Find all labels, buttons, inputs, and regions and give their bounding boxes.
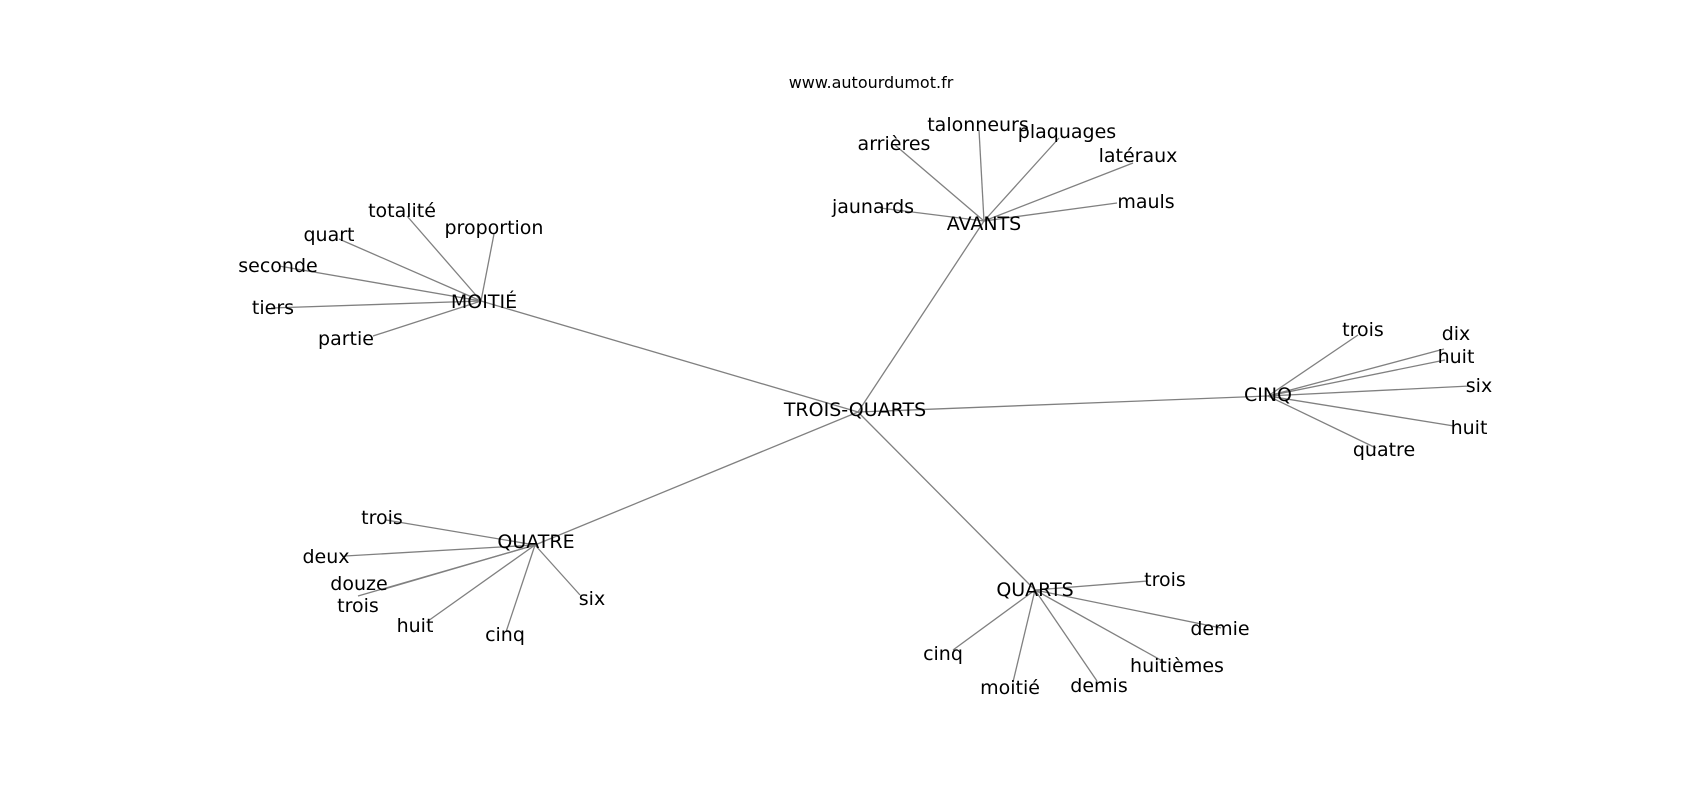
hub-node-avants[interactable]: AVANTS xyxy=(947,213,1021,235)
edge-center-cinq xyxy=(857,395,1269,413)
edge-quatre-leaf xyxy=(505,544,536,633)
leaf-node[interactable]: demis xyxy=(1070,675,1127,697)
leaf-node[interactable]: douze xyxy=(330,573,387,595)
leaf-node[interactable]: cinq xyxy=(485,624,525,646)
leaf-node[interactable]: huit xyxy=(1451,417,1488,439)
hub-node-quatre[interactable]: QUATRE xyxy=(497,531,574,553)
edge-quarts-leaf xyxy=(1034,589,1167,664)
edge-cinq-leaf xyxy=(1267,385,1471,397)
leaf-node[interactable]: huit xyxy=(397,615,434,637)
edge-moitie-leaf xyxy=(278,265,482,302)
edge-quatre-leaf xyxy=(357,544,536,597)
edge-cinq-leaf xyxy=(1267,395,1377,449)
edge-quatre-leaf xyxy=(344,544,536,557)
leaf-node[interactable]: trois xyxy=(1144,569,1186,591)
leaf-node[interactable]: trois xyxy=(361,507,403,529)
leaf-node[interactable]: deux xyxy=(302,546,349,568)
leaf-node[interactable]: six xyxy=(579,588,605,610)
source-label: www.autourdumot.fr xyxy=(789,73,954,92)
edge-moitie-leaf xyxy=(270,300,482,309)
leaf-node[interactable]: trois xyxy=(337,595,379,617)
edge-moitie-leaf xyxy=(338,238,482,302)
leaf-node[interactable]: mauls xyxy=(1117,191,1174,213)
graph-edges xyxy=(270,129,1471,683)
edge-moitie-leaf xyxy=(372,300,482,337)
leaf-node[interactable]: plaquages xyxy=(1018,121,1116,143)
edge-avants-leaf xyxy=(879,207,985,222)
leaf-node[interactable]: talonneurs xyxy=(927,114,1029,136)
leaf-node[interactable]: totalité xyxy=(368,200,436,222)
leaf-node[interactable]: quatre xyxy=(1353,439,1415,461)
edge-cinq-leaf xyxy=(1267,395,1455,427)
leaf-node[interactable]: huit xyxy=(1438,346,1475,368)
edge-quatre-leaf xyxy=(385,519,536,546)
leaf-node[interactable]: seconde xyxy=(238,255,317,277)
edge-center-avants xyxy=(857,220,985,413)
leaf-node[interactable]: jaunards xyxy=(831,196,914,218)
leaf-node[interactable]: trois xyxy=(1342,319,1384,341)
leaf-node[interactable]: dix xyxy=(1442,323,1471,345)
leaf-node[interactable]: arrières xyxy=(858,133,931,155)
leaf-node[interactable]: cinq xyxy=(923,643,963,665)
center-node[interactable]: TROIS-QUARTS xyxy=(783,399,926,421)
leaf-node[interactable]: tiers xyxy=(252,297,294,319)
leaf-node[interactable]: six xyxy=(1466,375,1492,397)
edge-center-quarts xyxy=(857,411,1036,591)
edge-avants-leaf xyxy=(983,202,1118,222)
edge-avants-leaf xyxy=(983,162,1134,222)
edge-cinq-leaf xyxy=(1267,334,1359,397)
leaf-node[interactable]: moitié xyxy=(980,677,1040,699)
edge-moitie-leaf xyxy=(406,215,482,302)
edge-avants-leaf xyxy=(978,129,985,222)
edge-avants-leaf xyxy=(894,144,985,222)
edge-cinq-leaf xyxy=(1267,348,1445,397)
leaf-node[interactable]: latéraux xyxy=(1099,145,1178,167)
edge-quarts-leaf xyxy=(1034,589,1098,682)
edge-center-moitie xyxy=(480,300,859,413)
leaf-node[interactable]: huitièmes xyxy=(1130,655,1224,677)
edge-quarts-leaf xyxy=(952,589,1036,651)
edge-quarts-leaf xyxy=(1034,589,1222,629)
edge-moitie-leaf xyxy=(480,233,495,302)
edge-avants-leaf xyxy=(983,137,1060,222)
edge-quatre-leaf xyxy=(427,544,536,622)
leaf-node[interactable]: demie xyxy=(1190,618,1249,640)
edge-quarts-leaf xyxy=(1034,580,1149,591)
edge-quatre-leaf xyxy=(534,544,581,596)
edge-center-quatre xyxy=(534,411,859,546)
edge-quarts-leaf xyxy=(1012,589,1036,683)
leaf-node[interactable]: partie xyxy=(318,328,374,350)
edge-cinq-leaf xyxy=(1267,359,1446,397)
hub-node-cinq[interactable]: CINQ xyxy=(1244,384,1292,406)
hub-node-moitie[interactable]: MOITIÉ xyxy=(451,290,517,313)
leaf-node[interactable]: proportion xyxy=(445,217,544,239)
hub-node-quarts[interactable]: QUARTS xyxy=(996,579,1073,601)
leaf-node[interactable]: quart xyxy=(303,224,354,246)
